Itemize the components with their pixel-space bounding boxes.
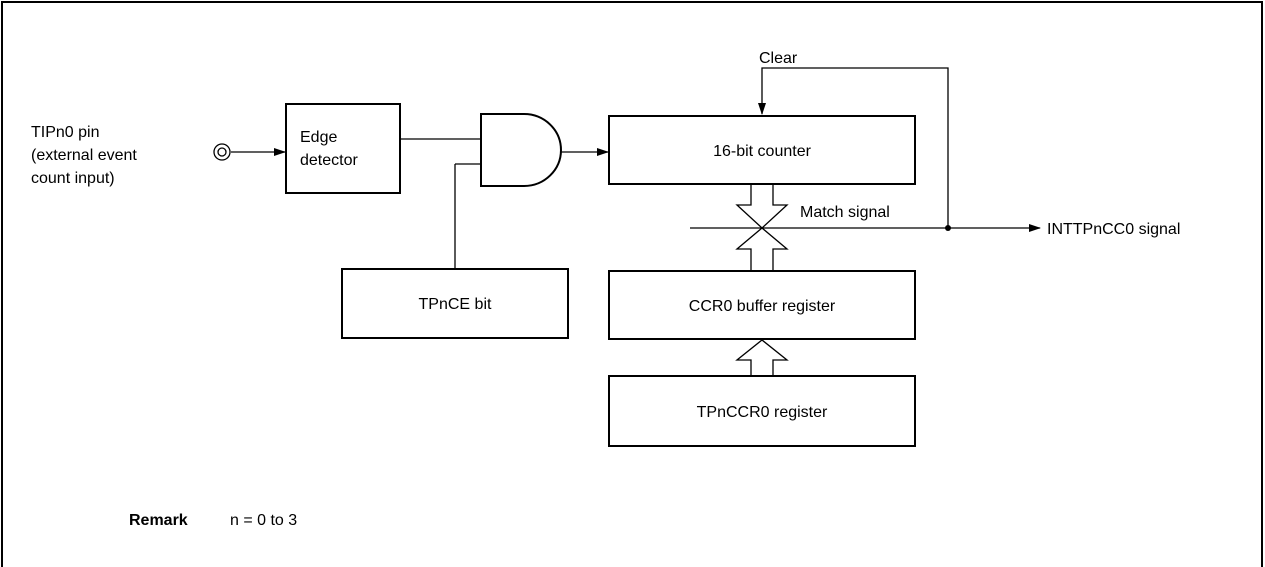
edge-detector-label-line2: detector [300, 152, 358, 169]
input-pin-label-line3: count input) [31, 170, 115, 187]
and-gate-icon [480, 113, 562, 187]
input-pin-label-line2: (external event [31, 147, 137, 164]
ccr0-buffer-label: CCR0 buffer register [689, 298, 836, 315]
edge-detector-block: Edge detector [285, 103, 401, 194]
tpnce-bit-block: TPnCE bit [341, 268, 569, 339]
clear-label: Clear [759, 50, 798, 67]
counter-block: 16-bit counter [608, 115, 916, 185]
tpnce-bit-label: TPnCE bit [419, 296, 492, 313]
junction-dot [945, 225, 951, 231]
output-signal-label: INTTPnCC0 signal [1047, 221, 1180, 238]
input-pin-label-line1: TIPn0 pin [31, 124, 99, 141]
input-pin-label: TIPn0 pin (external event count input) [31, 124, 137, 187]
edge-detector-label-line1: Edge [300, 129, 337, 146]
tpnccr0-to-buffer-arrow [735, 339, 789, 375]
match-signal-label: Match signal [800, 204, 890, 221]
ccr0-buffer-block: CCR0 buffer register [608, 270, 916, 340]
remark-title: Remark [129, 512, 188, 529]
pin-symbol-icon [213, 143, 231, 161]
clear-feedback-line [758, 67, 949, 228]
counter-label: 16-bit counter [713, 143, 812, 160]
remark-text: n = 0 to 3 [230, 512, 297, 529]
tpnccr0-register-block: TPnCCR0 register [608, 375, 916, 447]
tpnccr0-register-label: TPnCCR0 register [697, 404, 828, 421]
